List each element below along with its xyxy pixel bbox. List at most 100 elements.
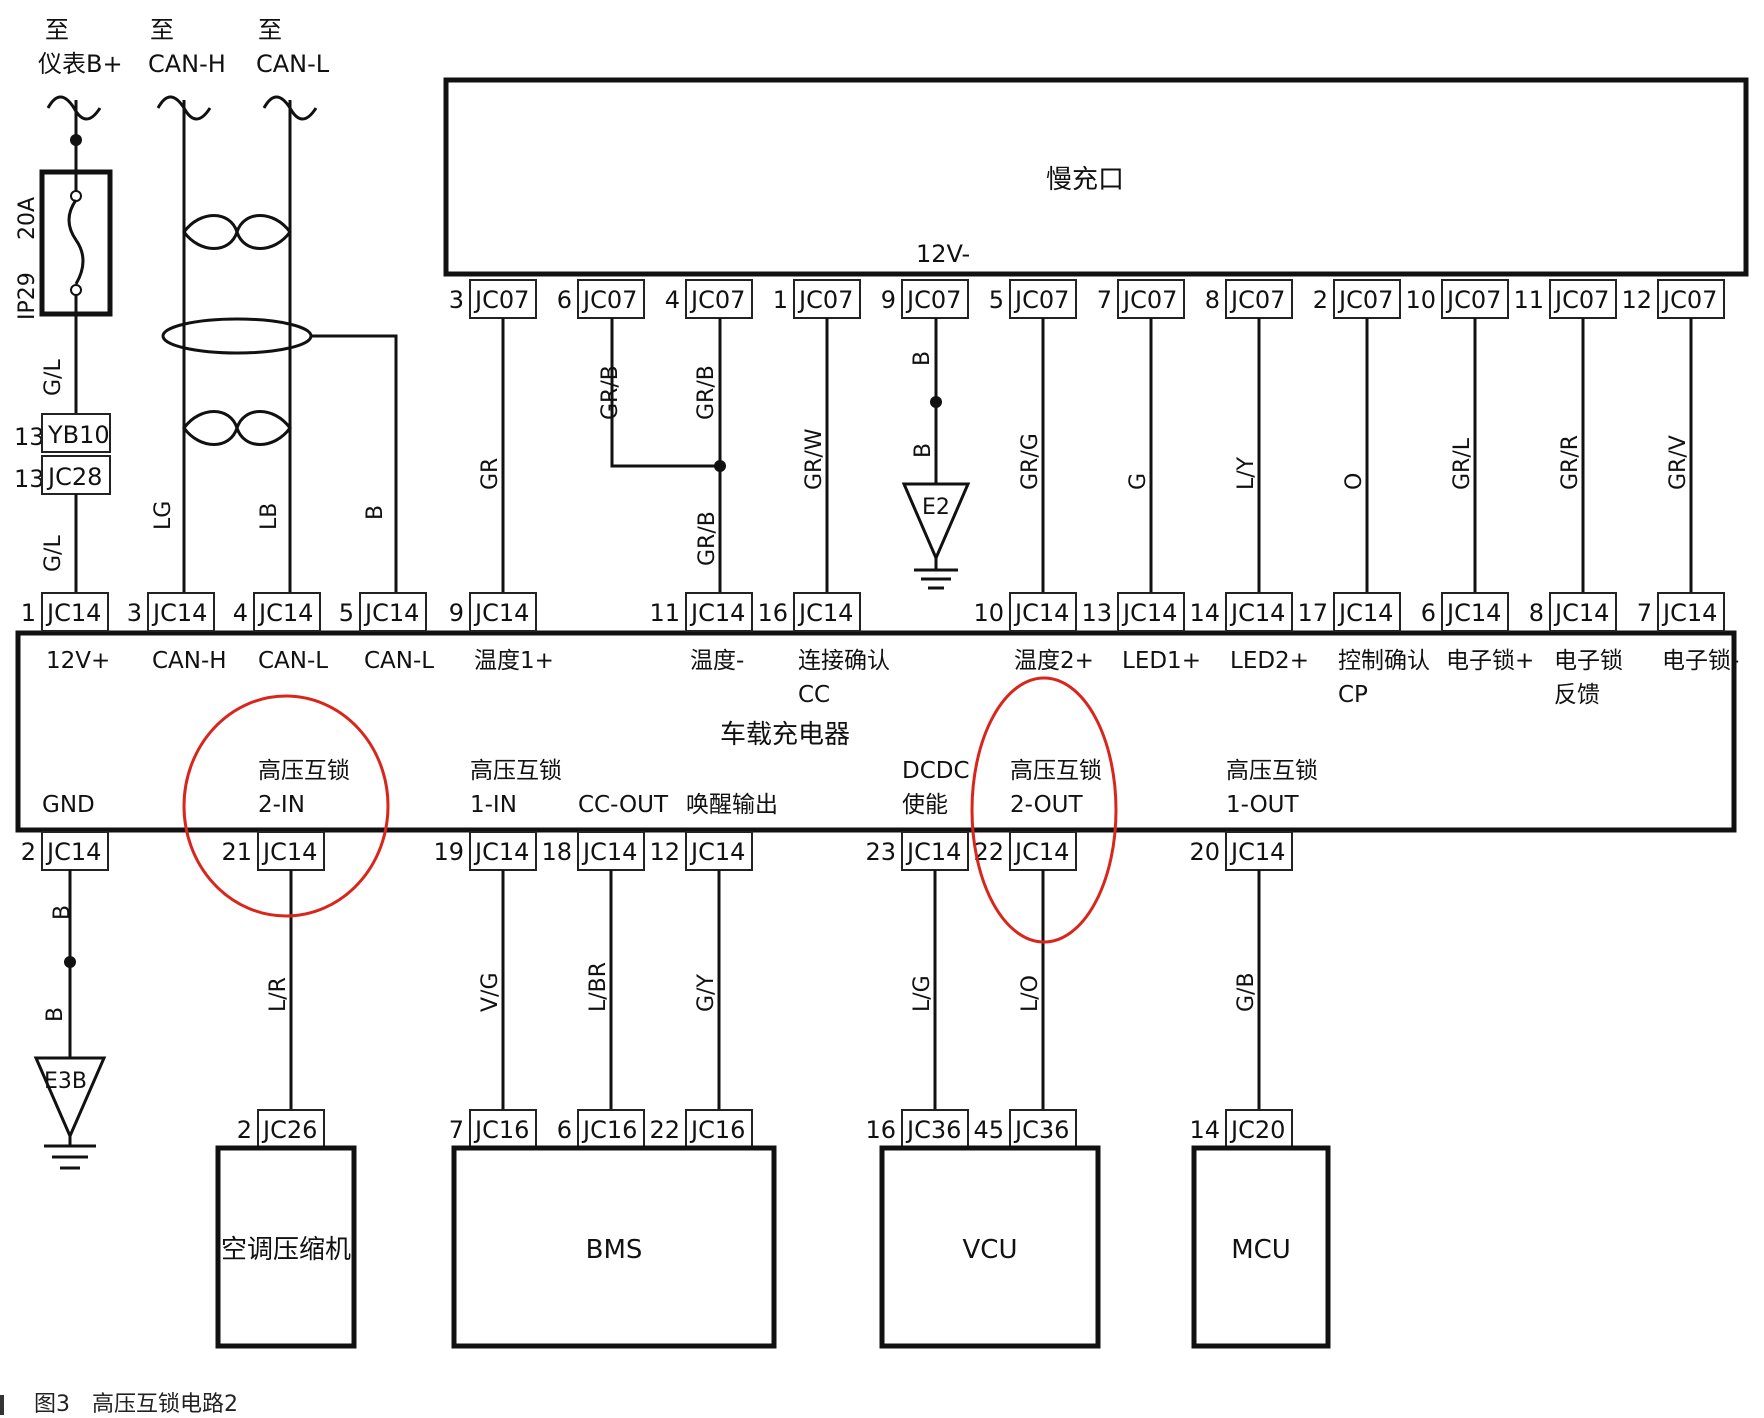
module-name: 空调压缩机 [221, 1235, 351, 1265]
connector-id: JC14 [581, 838, 637, 866]
pin-number: 12 [649, 838, 680, 866]
pin-number: 8 [1205, 286, 1220, 314]
label-zhi-canl: 至 [258, 16, 282, 44]
connector-box [1441, 592, 1509, 632]
pin-number: 45 [973, 1116, 1004, 1144]
wire-label-grb-lower: GR/B [695, 511, 720, 566]
slow-charge-port-box [443, 77, 1749, 277]
module-box [451, 1145, 777, 1349]
twisted-pair-icon [182, 214, 292, 250]
ground-icon [901, 482, 971, 562]
charger-pin-label: 高压互锁 [258, 758, 350, 784]
twisted-pair-icon [182, 410, 292, 446]
pin-number: 9 [449, 599, 464, 627]
connector-id: JC14 [1661, 599, 1717, 627]
connector-box [147, 592, 215, 632]
connector-box [469, 279, 537, 319]
connector-box [1657, 279, 1725, 319]
connector-id: JC07 [581, 286, 637, 314]
pin-number: 7 [1097, 286, 1112, 314]
charger-pin-label-2: 2-OUT [1010, 792, 1084, 818]
splice-dot [70, 134, 82, 146]
pin-number: 4 [665, 286, 680, 314]
label-zhi-meter: 至 [45, 16, 69, 44]
charger-pin-label-2: 2-IN [258, 792, 305, 818]
charger-pin-label: 高压互锁 [1010, 758, 1102, 784]
connector-box [41, 831, 109, 871]
wire-label-l-r: L/R [266, 977, 291, 1012]
pin-number: 14 [1189, 599, 1220, 627]
pin-number: 9 [881, 286, 896, 314]
connector-id: JC14 [689, 599, 745, 627]
connector-box [1333, 592, 1401, 632]
wire-label-lb: LB [257, 503, 282, 530]
charger-pin-label: 温度2+ [1014, 648, 1094, 674]
connector-box [685, 1109, 753, 1149]
highlight-circle-2in [182, 694, 390, 918]
connector-box [1117, 592, 1185, 632]
connector-box [1441, 279, 1509, 319]
connector-id: JC16 [473, 1116, 529, 1144]
wire-label-b-lower: B [911, 443, 936, 458]
connector-box [1657, 592, 1725, 632]
connector-jc28 [41, 455, 111, 495]
wire-label-l-g: L/G [910, 975, 935, 1012]
wire-label-g-y: G/Y [694, 974, 719, 1012]
charger-pin-label: CAN-H [152, 648, 227, 674]
pin-number: 1 [21, 599, 36, 627]
charger-pin-label: 连接确认 [798, 648, 890, 674]
pin-number: 6 [1421, 599, 1436, 627]
connector-id: JC14 [473, 838, 529, 866]
charger-pin-label-2: 使能 [902, 792, 948, 818]
charger-pin-label: LED1+ [1122, 648, 1201, 674]
connector-box [901, 279, 969, 319]
pin-number: 20 [1189, 838, 1220, 866]
connector-id: JC14 [1553, 599, 1609, 627]
connector-box [901, 1109, 969, 1149]
connector-id: JC07 [1445, 286, 1501, 314]
charger-pin-label-2: 1-OUT [1226, 792, 1300, 818]
wire-label-b: B [910, 351, 935, 366]
pin-number: 23 [865, 838, 896, 866]
charger-pin-label: 电子锁- [1662, 648, 1739, 674]
connector-id: JC14 [1121, 599, 1177, 627]
fuse-rating: 20A [15, 197, 40, 240]
wire-label-gr-l: GR/L [1450, 437, 1475, 490]
charger-pin-label: CC-OUT [578, 792, 669, 818]
connector-box [793, 279, 861, 319]
pin-number: 11 [649, 599, 680, 627]
wire-label-gr-v: GR/V [1666, 435, 1691, 490]
connector-box [1225, 592, 1293, 632]
connector-id: JC14 [1013, 599, 1069, 627]
connector-box [359, 592, 427, 632]
charger-pin-label: 温度1+ [474, 648, 554, 674]
connector-box [793, 592, 861, 632]
onboard-charger-title: 车载充电器 [720, 720, 850, 750]
connector-box [469, 592, 537, 632]
ground-e2-label: E2 [922, 495, 950, 520]
charger-pin-label: 控制确认 [1338, 648, 1430, 674]
connector-box [1009, 831, 1077, 871]
connector-id: JC26 [261, 1116, 317, 1144]
connector-id: JC07 [1013, 286, 1069, 314]
charger-pin-label: 温度- [690, 648, 744, 674]
charger-pin-label: 12V+ [46, 648, 110, 674]
